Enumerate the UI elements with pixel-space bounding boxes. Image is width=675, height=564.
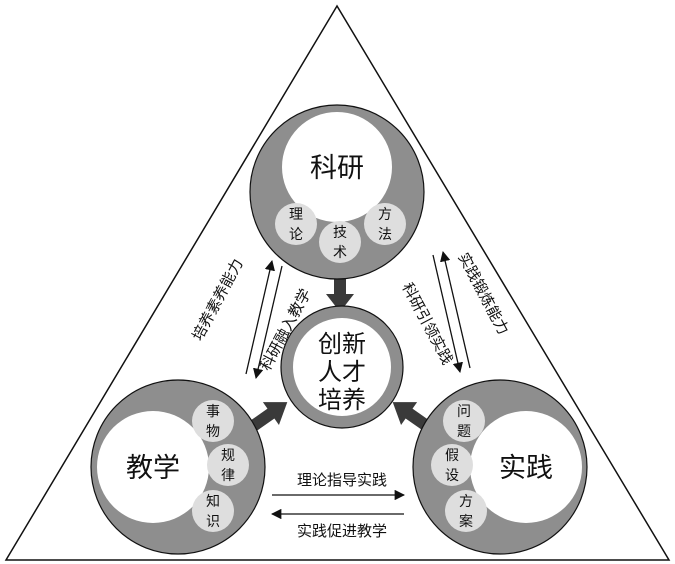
center-line-1: 创新: [318, 330, 366, 358]
research-label: 科研: [310, 153, 364, 184]
teaching-sub-laws-1: 规: [221, 448, 235, 464]
practice-sub-plan-2: 案: [459, 513, 473, 530]
research-sub-theory: [275, 203, 317, 245]
center-line-2: 人才: [318, 358, 366, 386]
research-sub-technique-1: 技: [333, 225, 347, 241]
practice-sub-hypothesis-2: 设: [445, 468, 459, 484]
practice-sub-plan: [445, 490, 487, 532]
practice-sub-problem: [443, 400, 485, 442]
label-practice-promotes-teaching: 实践促进教学: [297, 522, 387, 540]
relation-teaching-practice: 理论指导实践 实践促进教学: [270, 471, 406, 540]
arrow-research-to-practice: [432, 254, 463, 374]
teaching-sub-things: [192, 400, 234, 442]
node-teaching: 教学 事 物 规 律 知 识: [90, 379, 266, 555]
research-sub-method-1: 方: [378, 207, 392, 223]
center-line-3: 培养: [318, 386, 366, 414]
teaching-sub-knowledge-2: 识: [206, 514, 220, 530]
practice-sub-hypothesis-1: 假: [445, 448, 459, 464]
research-sub-method: [364, 203, 406, 245]
center-inner: [293, 318, 391, 416]
arrow-teaching-to-research: [245, 259, 275, 375]
research-sub-technique-2: 术: [333, 245, 347, 261]
node-practice: 实践 问 题 假 设 方 案: [412, 379, 588, 555]
practice-sub-problem-2: 题: [457, 424, 471, 440]
teaching-sub-knowledge-1: 知: [206, 493, 220, 510]
research-inner: [282, 112, 392, 222]
research-sub-theory-2: 论: [289, 227, 303, 243]
arrow-research-to-teaching: [253, 265, 283, 380]
teaching-inner: [97, 411, 209, 523]
label-theory-guides-practice: 理论指导实践: [297, 471, 387, 489]
research-sub-theory-1: 理: [289, 207, 303, 223]
practice-label: 实践: [499, 453, 553, 484]
node-research: 科研 理 论 技 术 方 法: [249, 104, 425, 280]
practice-sub-problem-1: 问: [457, 404, 471, 420]
research-sub-technique: [319, 221, 361, 263]
node-center: 创新 人才 培养: [280, 305, 404, 429]
teaching-label: 教学: [126, 453, 180, 484]
teaching-sub-knowledge: [192, 490, 234, 532]
teaching-sub-laws-2: 律: [221, 468, 235, 484]
practice-sub-plan-1: 方: [459, 494, 473, 510]
teaching-sub-things-1: 事: [206, 404, 220, 420]
arrow-practice-to-research: [440, 250, 471, 369]
research-sub-method-2: 法: [378, 227, 392, 243]
practice-inner: [470, 411, 582, 523]
teaching-sub-laws: [207, 444, 249, 486]
practice-sub-hypothesis: [431, 444, 473, 486]
teaching-sub-things-2: 物: [206, 424, 220, 440]
